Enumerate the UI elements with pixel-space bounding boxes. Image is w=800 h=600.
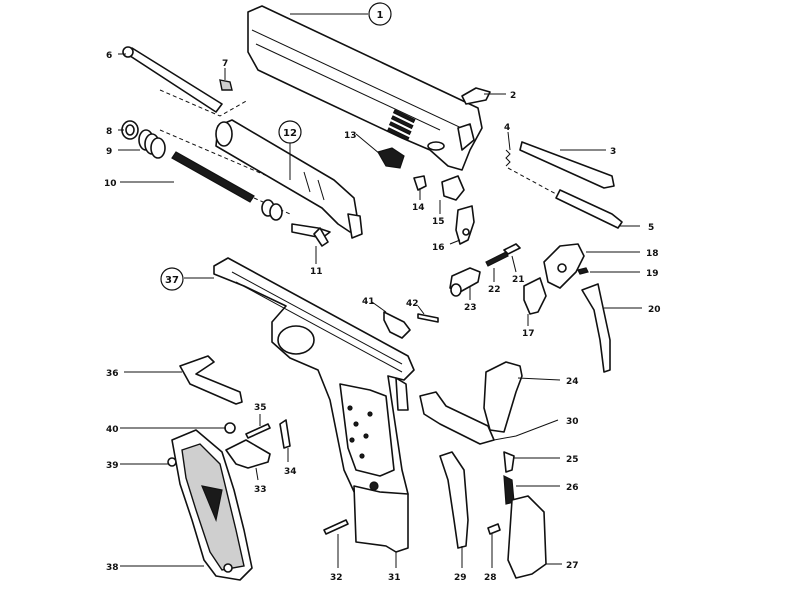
callout-label-31: 31 xyxy=(388,573,401,583)
callout-label-26: 26 xyxy=(566,483,579,493)
part-5-shape xyxy=(555,189,623,229)
part-25-shape xyxy=(503,451,515,473)
part-slide xyxy=(247,5,483,171)
part-2-shape xyxy=(461,87,491,105)
callout-label-6: 6 xyxy=(106,51,112,61)
callout-label-20: 20 xyxy=(648,305,661,315)
part-35-shape xyxy=(245,423,271,439)
callout-label-24: 24 xyxy=(566,377,579,387)
callout-label-34: 34 xyxy=(284,467,297,477)
callout-label-29: 29 xyxy=(454,573,467,583)
callout-label-36: 36 xyxy=(106,369,119,379)
part-3-shape xyxy=(519,141,615,189)
callout-circle-37 xyxy=(160,267,184,291)
callout-label-32: 32 xyxy=(330,573,343,583)
part-15-shape xyxy=(441,175,465,201)
callout-label-23: 23 xyxy=(464,303,477,313)
part-28-shape xyxy=(487,523,501,535)
part-17-shape xyxy=(523,277,547,315)
part-7-shape xyxy=(219,79,233,91)
callout-label-5: 5 xyxy=(648,223,654,233)
callout-label-10: 10 xyxy=(104,179,117,189)
callout-label-16: 16 xyxy=(432,243,445,253)
part-9-shape xyxy=(138,129,166,159)
callout-label-21: 21 xyxy=(512,275,525,285)
callout-circle-12 xyxy=(278,120,302,144)
part-30-shape xyxy=(419,391,495,445)
callout-label-15: 15 xyxy=(432,217,445,227)
part-27-shape xyxy=(507,495,547,579)
part-42-shape xyxy=(417,313,439,323)
callout-label-42: 42 xyxy=(406,299,419,309)
callout-label-8: 8 xyxy=(106,127,112,137)
callout-label-1: 1 xyxy=(377,10,384,21)
part-40-shape xyxy=(224,422,236,434)
callout-label-18: 18 xyxy=(646,249,659,259)
part-14-shape xyxy=(413,175,427,191)
callout-label-27: 27 xyxy=(566,561,579,571)
callout-label-25: 25 xyxy=(566,455,579,465)
callout-label-9: 9 xyxy=(106,147,112,157)
callout-label-17: 17 xyxy=(522,329,535,339)
callout-label-28: 28 xyxy=(484,573,497,583)
part-16-shape xyxy=(455,205,475,245)
part-22-shape xyxy=(485,251,509,267)
callout-label-14: 14 xyxy=(412,203,425,213)
part-13-shape xyxy=(377,147,405,169)
callout-label-11: 11 xyxy=(310,267,323,277)
callout-label-30: 30 xyxy=(566,417,579,427)
callout-label-35: 35 xyxy=(254,403,267,413)
part-36-shape xyxy=(179,355,243,405)
part-29-shape xyxy=(439,451,469,549)
part-4-shape xyxy=(505,149,511,167)
callout-label-12: 12 xyxy=(283,128,297,139)
callout-label-13: 13 xyxy=(344,131,357,141)
part-38-shape xyxy=(171,429,253,581)
part-19-shape xyxy=(577,267,589,275)
part-20-shape xyxy=(581,283,611,373)
part-34-shape xyxy=(279,419,291,449)
callout-label-4: 4 xyxy=(504,123,510,133)
part-31-shape xyxy=(353,485,409,553)
part-10-coil xyxy=(261,199,283,221)
part-33-shape xyxy=(225,439,271,469)
part-32-shape xyxy=(323,519,349,535)
callout-label-3: 3 xyxy=(610,147,616,157)
callout-circle-1 xyxy=(368,2,392,26)
callout-label-2: 2 xyxy=(510,91,516,101)
callout-label-33: 33 xyxy=(254,485,267,495)
part-barrel xyxy=(215,119,363,239)
callout-label-40: 40 xyxy=(106,425,119,435)
part-6-shape xyxy=(123,47,223,113)
callout-label-38: 38 xyxy=(106,563,119,573)
callout-label-7: 7 xyxy=(222,59,228,69)
callout-label-39: 39 xyxy=(106,461,119,471)
part-24-shape xyxy=(483,361,523,433)
callout-label-19: 19 xyxy=(646,269,659,279)
callout-label-41: 41 xyxy=(362,297,375,307)
callout-label-22: 22 xyxy=(488,285,501,295)
part-41-shape xyxy=(383,311,411,339)
callout-label-37: 37 xyxy=(165,275,179,286)
part-frame xyxy=(213,257,415,501)
leader-lines xyxy=(118,13,642,568)
part-10-shape xyxy=(171,151,255,203)
